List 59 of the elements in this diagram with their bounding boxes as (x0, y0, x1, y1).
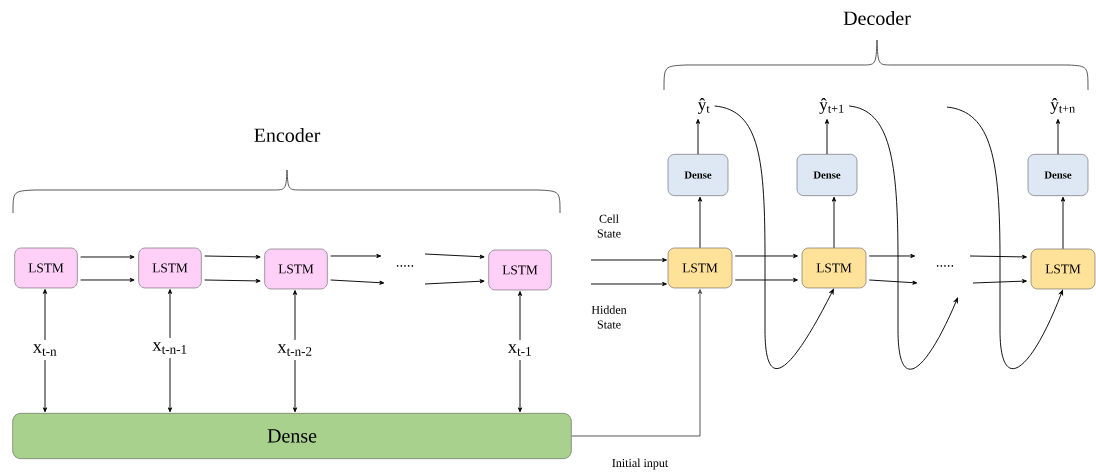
output-label: ŷ$_{t+1}$ (819, 98, 844, 114)
edge-label: Initial input (610, 457, 670, 471)
arrow (824, 118, 830, 155)
ellipsis: ..... (936, 265, 954, 267)
heading: Encoder (254, 127, 321, 142)
lstm-cell-box: LSTM (264, 248, 328, 290)
dense-layer-box: Dense (667, 154, 729, 196)
arrow (204, 278, 261, 283)
lstm-cell-box: LSTM (138, 247, 202, 289)
arrow (517, 291, 523, 341)
arrow (42, 359, 48, 413)
input-label: x$_{t-1}$ (507, 344, 531, 356)
arrow (517, 359, 523, 413)
input-label: x$_{t-n}$ (32, 344, 57, 356)
lstm-cell-box: LSTM (488, 249, 552, 291)
output-label: ŷ$_{t}$ (697, 98, 710, 114)
arrow (167, 289, 173, 339)
arrow (734, 277, 798, 283)
arrow (80, 254, 135, 260)
arrow (868, 253, 916, 259)
arrow (695, 118, 701, 155)
dense-layer-box: Dense (1027, 154, 1089, 196)
arrow (831, 196, 837, 249)
heading: Decoder (843, 10, 911, 25)
arrow (80, 277, 135, 283)
output-label: ŷ$_{t+n}$ (1050, 98, 1075, 114)
ellipsis: ..... (396, 265, 414, 267)
arrow (424, 253, 485, 259)
arrow (1055, 118, 1061, 155)
arrow (590, 281, 667, 287)
arrow (292, 290, 298, 341)
dense-layer-box: Dense (12, 413, 572, 459)
lstm-cell-box: LSTM (14, 247, 78, 289)
curved-arrow (848, 105, 958, 370)
lstm-cell-box: LSTM (667, 247, 733, 289)
arrow (1060, 196, 1066, 250)
lstm-cell-box: LSTM (1030, 248, 1096, 290)
arrow (330, 253, 382, 259)
arrow (292, 359, 298, 413)
arrow (424, 279, 485, 285)
connector-arrow (571, 289, 703, 437)
curved-arrow (714, 105, 834, 370)
curved-arrow (946, 106, 1064, 370)
state-label: Cell State (597, 214, 621, 238)
arrow (734, 253, 798, 259)
input-label: x$_{t-n-2}$ (277, 344, 312, 356)
input-label: x$_{t-n-1}$ (152, 342, 187, 354)
arrow (969, 254, 1027, 259)
arrow (590, 257, 667, 263)
arrow (330, 279, 385, 285)
lstm-cell-box: LSTM (801, 247, 867, 289)
dense-layer-box: Dense (796, 154, 858, 196)
arrow (204, 254, 261, 259)
state-label: Hidden State (591, 305, 627, 329)
arrow (972, 279, 1027, 284)
arrow (42, 289, 48, 341)
arrow (167, 357, 173, 413)
arrow (868, 279, 918, 285)
arrow (697, 196, 703, 249)
